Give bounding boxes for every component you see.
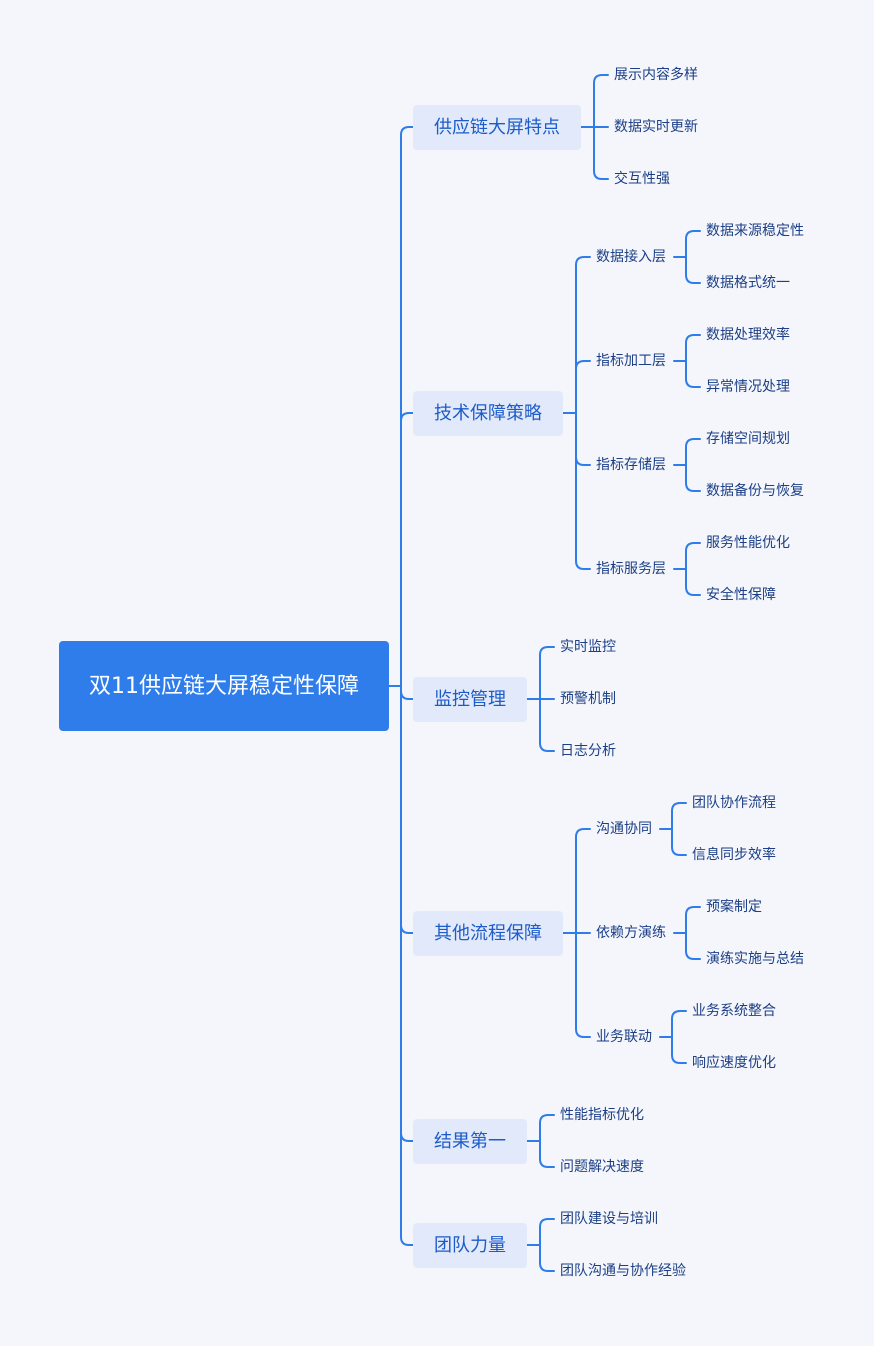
branch-2-connector-link-0 <box>575 256 591 414</box>
leaf-topic[interactable]: 服务性能优化 <box>706 535 790 551</box>
leaf-topic[interactable]: 数据格式统一 <box>706 275 790 291</box>
branch-2-sub-3-connector-link-0 <box>685 438 701 466</box>
branch-3-connector-link-0 <box>539 646 555 700</box>
subtopic[interactable]: 指标服务层 <box>596 561 666 577</box>
leaf-topic[interactable]: 数据实时更新 <box>614 119 698 135</box>
leaf-topic[interactable]: 交互性强 <box>614 171 670 187</box>
leaf-topic[interactable]: 团队沟通与协作经验 <box>560 1263 686 1279</box>
subtopic[interactable]: 指标存储层 <box>596 457 666 473</box>
leaf-topic[interactable]: 团队建设与培训 <box>560 1211 658 1227</box>
branch-2-connector-link-2 <box>575 412 591 466</box>
leaf-topic[interactable]: 预警机制 <box>560 691 616 707</box>
branch-topic-4[interactable]: 其他流程保障 <box>413 910 563 956</box>
branch-2-sub-1-connector-link-1 <box>685 256 701 284</box>
branch-4-sub-2-connector-link-1 <box>685 932 701 960</box>
branch-4-sub-2-connector-link-0 <box>685 906 701 934</box>
leaf-topic[interactable]: 日志分析 <box>560 743 616 759</box>
leaf-topic[interactable]: 异常情况处理 <box>706 379 790 395</box>
branch-topic-6[interactable]: 团队力量 <box>413 1222 527 1268</box>
leaf-topic[interactable]: 信息同步效率 <box>692 847 776 863</box>
branch-5-connector-link-1 <box>539 1140 555 1168</box>
subtopic[interactable]: 数据接入层 <box>596 249 666 265</box>
leaf-topic[interactable]: 性能指标优化 <box>560 1107 644 1123</box>
subtopic[interactable]: 沟通协同 <box>596 821 652 837</box>
root-connector-link-2 <box>400 685 414 700</box>
leaf-topic[interactable]: 问题解决速度 <box>560 1159 644 1175</box>
branch-4-sub-3-connector-link-0 <box>671 1010 687 1038</box>
leaf-topic[interactable]: 响应速度优化 <box>692 1055 776 1071</box>
branch-2-connector-link-3 <box>575 412 591 570</box>
branch-topic-2[interactable]: 技术保障策略 <box>413 390 563 436</box>
branch-2-sub-2-connector-link-1 <box>685 360 701 388</box>
branch-2-sub-2-connector-link-0 <box>685 334 701 362</box>
root-connector-link-3 <box>400 685 414 934</box>
leaf-topic[interactable]: 数据来源稳定性 <box>706 223 804 239</box>
leaf-topic[interactable]: 数据处理效率 <box>706 327 790 343</box>
root-connector-link-0 <box>400 126 414 687</box>
subtopic[interactable]: 业务联动 <box>596 1029 652 1045</box>
leaf-topic[interactable]: 业务系统整合 <box>692 1003 776 1019</box>
branch-2-sub-1-connector-link-0 <box>685 230 701 258</box>
branch-4-sub-3-connector-link-1 <box>671 1036 687 1064</box>
branch-2-sub-3-connector-link-1 <box>685 464 701 492</box>
branch-topic-1[interactable]: 供应链大屏特点 <box>413 104 581 150</box>
branch-2-connector-link-1 <box>575 360 591 414</box>
branch-4-connector-link-0 <box>575 828 591 934</box>
branch-3-connector-link-2 <box>539 698 555 752</box>
leaf-topic[interactable]: 团队协作流程 <box>692 795 776 811</box>
branch-1-connector-link-2 <box>593 126 609 180</box>
branch-6-connector-link-1 <box>539 1244 555 1272</box>
branch-4-sub-1-connector-link-1 <box>671 828 687 856</box>
leaf-topic[interactable]: 实时监控 <box>560 639 616 655</box>
leaf-topic[interactable]: 数据备份与恢复 <box>706 483 804 499</box>
root-connector-link-1 <box>400 412 414 687</box>
leaf-topic[interactable]: 预案制定 <box>706 899 762 915</box>
root-connector-link-5 <box>400 685 414 1246</box>
branch-4-sub-1-connector-link-0 <box>671 802 687 830</box>
branch-5-connector-link-0 <box>539 1114 555 1142</box>
branch-2-sub-4-connector-link-1 <box>685 568 701 596</box>
branch-topic-5[interactable]: 结果第一 <box>413 1118 527 1164</box>
root-topic[interactable]: 双11供应链大屏稳定性保障 <box>59 641 389 731</box>
branch-6-connector-link-0 <box>539 1218 555 1246</box>
root-connector-link-4 <box>400 685 414 1142</box>
branch-2-sub-4-connector-link-0 <box>685 542 701 570</box>
subtopic[interactable]: 指标加工层 <box>596 353 666 369</box>
subtopic[interactable]: 依赖方演练 <box>596 925 666 941</box>
branch-topic-3[interactable]: 监控管理 <box>413 676 527 722</box>
leaf-topic[interactable]: 展示内容多样 <box>614 67 698 83</box>
leaf-topic[interactable]: 安全性保障 <box>706 587 776 603</box>
leaf-topic[interactable]: 演练实施与总结 <box>706 951 804 967</box>
branch-4-connector-link-2 <box>575 932 591 1038</box>
branch-1-connector-link-0 <box>593 74 609 128</box>
root-topic-label: 双11供应链大屏稳定性保障 <box>89 673 359 699</box>
leaf-topic[interactable]: 存储空间规划 <box>706 431 790 447</box>
